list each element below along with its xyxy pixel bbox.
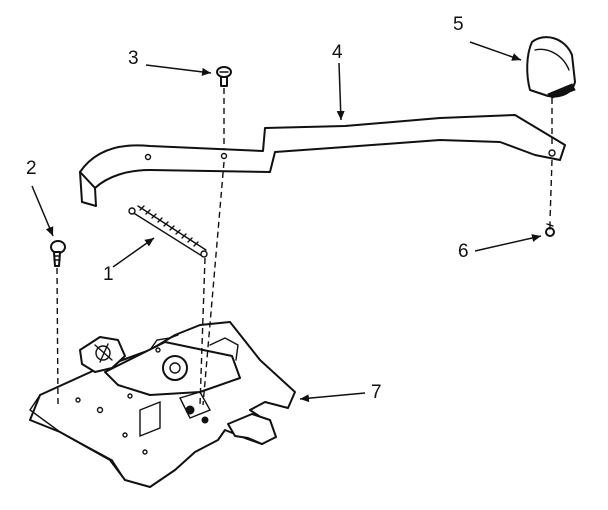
- spring-part: [128, 205, 208, 258]
- callout-4-label: 4: [332, 42, 343, 63]
- callout-2-label: 2: [26, 158, 37, 179]
- screw-part-3: [216, 66, 232, 87]
- callout-3-label: 3: [128, 48, 139, 69]
- assembly-guide-lines: [56, 88, 553, 406]
- screw-part-2: [50, 240, 66, 267]
- callout-7-label: 7: [371, 382, 382, 403]
- latch-assembly-part: [29, 321, 296, 488]
- lever-part: [79, 114, 566, 207]
- knob-part: [526, 36, 576, 99]
- callout-leaders: [31, 41, 542, 403]
- callout-labels: 1 2 3 4 5 6 7: [26, 14, 469, 403]
- callout-1-label: 1: [103, 264, 114, 285]
- screw-part-6: [545, 221, 555, 237]
- callout-5-label: 5: [453, 14, 464, 35]
- callout-6-label: 6: [458, 241, 469, 262]
